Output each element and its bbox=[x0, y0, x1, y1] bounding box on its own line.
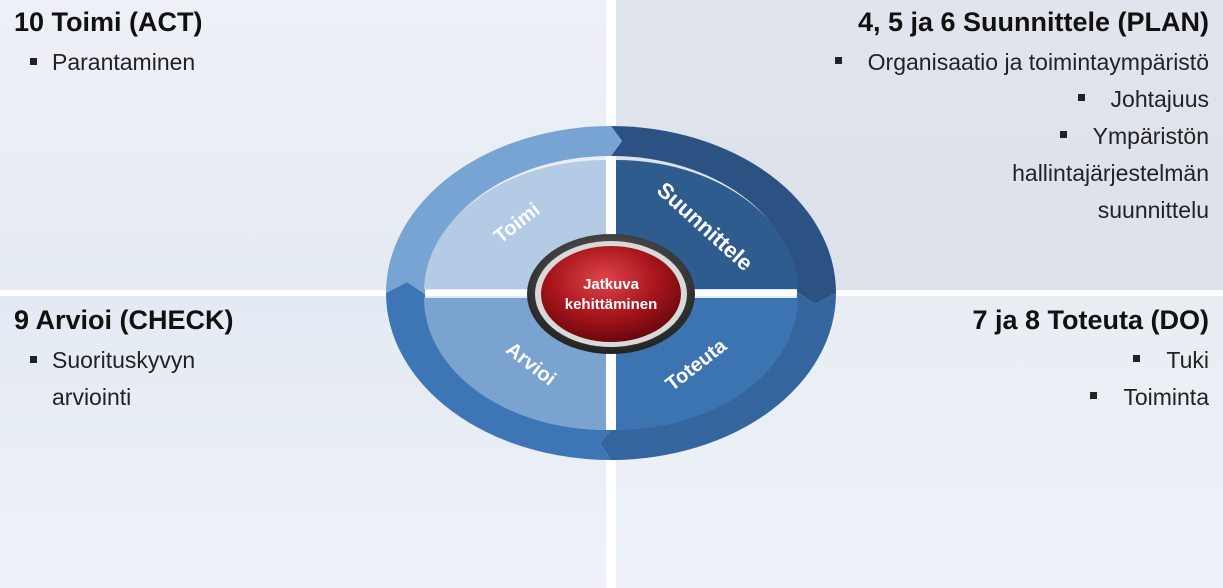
plan-list: Organisaatio ja toimintaympäristö Johtaj… bbox=[739, 44, 1209, 229]
bullet-icon bbox=[1059, 131, 1067, 139]
bullet-icon bbox=[834, 57, 842, 65]
check-title: 9 Arvioi (CHECK) bbox=[14, 305, 234, 335]
center-label-line1: Jatkuva bbox=[583, 276, 640, 293]
outer-arrow-act bbox=[386, 126, 622, 294]
plan-item: Ympäristön bbox=[739, 118, 1209, 155]
bullet-icon bbox=[1133, 355, 1141, 363]
check-item-cont: arviointi bbox=[52, 384, 132, 410]
do-item: Tuki bbox=[1090, 342, 1209, 379]
bullet-icon bbox=[30, 356, 37, 363]
bullet-icon bbox=[1077, 94, 1085, 102]
outer-arrow-plan bbox=[611, 126, 836, 304]
plan-item-cont: hallintajärjestelmän bbox=[1012, 160, 1209, 186]
outer-arrow-do bbox=[600, 292, 836, 460]
check-item: Suorituskyvyn bbox=[16, 342, 195, 379]
center-button bbox=[541, 246, 681, 342]
act-title: 10 Toimi (ACT) bbox=[14, 7, 203, 37]
outer-arrow-check bbox=[386, 282, 611, 460]
center-label-line2: kehittäminen bbox=[565, 296, 658, 313]
plan-item: Johtajuus bbox=[739, 81, 1209, 118]
act-item: Parantaminen bbox=[16, 44, 195, 81]
do-item: Toiminta bbox=[1090, 379, 1209, 416]
bullet-icon bbox=[1090, 392, 1098, 400]
check-list: Suorituskyvyn arviointi bbox=[16, 342, 195, 416]
do-title: 7 ja 8 Toteuta (DO) bbox=[972, 305, 1209, 335]
plan-item: Organisaatio ja toimintaympäristö bbox=[739, 44, 1209, 81]
plan-title: 4, 5 ja 6 Suunnittele (PLAN) bbox=[857, 7, 1209, 37]
plan-item-cont: suunnittelu bbox=[1097, 197, 1209, 223]
do-list: Tuki Toiminta bbox=[1090, 342, 1209, 416]
act-list: Parantaminen bbox=[16, 44, 195, 81]
